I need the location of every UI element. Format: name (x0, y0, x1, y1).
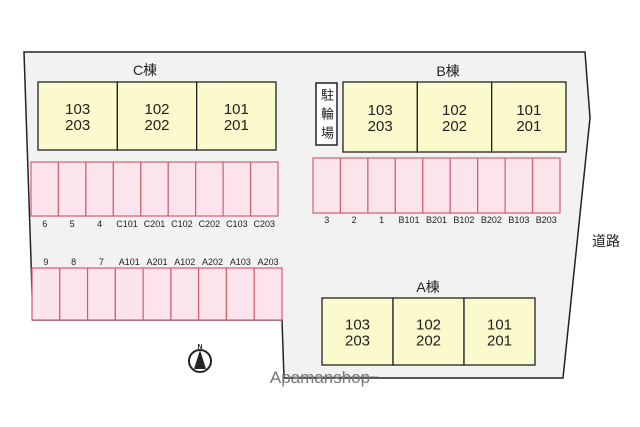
parking-label: 9 (43, 257, 48, 267)
parking-space: C101 (112, 161, 142, 229)
unit-number: 203 (345, 333, 370, 350)
parking-space: B203 (531, 157, 561, 225)
bicycle-parking-label: 駐輪場 (319, 88, 334, 145)
parking-space: B201 (422, 157, 451, 225)
parking-label: 8 (71, 257, 76, 267)
parking-label: A203 (258, 257, 279, 267)
parking-space: B102 (449, 157, 479, 225)
unit-number: 102 (144, 101, 169, 118)
building-label: C棟 (133, 62, 157, 78)
unit-number: 203 (368, 118, 393, 135)
svg-text:N: N (197, 344, 202, 351)
parking-label: 1 (379, 215, 384, 225)
unit-number: 202 (442, 118, 467, 135)
parking-space: 5 (57, 161, 87, 229)
unit-number: 201 (516, 118, 541, 135)
unit-number: 101 (487, 317, 512, 334)
parking-label: B102 (453, 215, 474, 225)
parking-label: A201 (146, 257, 167, 267)
parking-space: C102 (167, 161, 197, 229)
parking-row: 9 8 7 A101 A201 A102 A202 A103 A203 (31, 257, 283, 321)
parking-space: 1 (367, 157, 396, 225)
unit-number: 101 (516, 102, 541, 119)
road-label: 道路 (592, 233, 620, 249)
parking-label: 6 (42, 219, 47, 229)
parking-label: C202 (199, 219, 221, 229)
parking-label: 4 (97, 219, 102, 229)
parking-label: 7 (99, 257, 104, 267)
building-label: B棟 (436, 63, 459, 79)
parking-space: C201 (140, 161, 169, 229)
unit-number: 102 (416, 317, 441, 334)
parking-row: 3 2 1 B101 B201 B102 B202 B103 B203 (312, 157, 561, 225)
watermark: Apamanshop (270, 368, 370, 387)
unit-number: 102 (442, 102, 467, 119)
building-label: A棟 (416, 279, 439, 295)
parking-space: 4 (85, 161, 114, 229)
parking-label: B202 (481, 215, 502, 225)
north-arrow-icon: N (188, 344, 212, 373)
parking-space: 9 (31, 257, 61, 321)
parking-space: C203 (249, 161, 279, 229)
parking-space: A101 (114, 257, 144, 321)
unit-number: 201 (487, 333, 512, 350)
parking-space: 3 (312, 157, 342, 225)
parking-label: B103 (508, 215, 529, 225)
parking-space: B103 (504, 157, 534, 225)
parking-label: C103 (226, 219, 248, 229)
parking-space: A203 (253, 257, 283, 321)
parking-space: B202 (477, 157, 506, 225)
parking-label: C203 (254, 219, 276, 229)
bicycle-parking: 駐輪場 (315, 82, 338, 146)
parking-space: A103 (225, 257, 255, 321)
parking-space: B101 (394, 157, 424, 225)
parking-label: A102 (174, 257, 195, 267)
unit-number: 202 (144, 117, 169, 134)
parking-label: A202 (202, 257, 223, 267)
parking-space: A201 (142, 257, 172, 321)
parking-space: 6 (30, 161, 60, 229)
parking-label: C102 (171, 219, 193, 229)
parking-label: B203 (536, 215, 557, 225)
parking-label: 2 (352, 215, 357, 225)
unit-number: 202 (416, 333, 441, 350)
parking-space: 2 (339, 157, 369, 225)
parking-label: A103 (230, 257, 251, 267)
parking-row: 6 5 4 C101 C201 C102 C202 C103 C203 (30, 161, 279, 229)
parking-space: C202 (195, 161, 224, 229)
parking-label: C101 (116, 219, 138, 229)
unit-number: 103 (345, 317, 370, 334)
parking-space: C103 (222, 161, 252, 229)
parking-label: C201 (144, 219, 166, 229)
parking-label: B201 (426, 215, 447, 225)
parking-label: 3 (324, 215, 329, 225)
parking-label: A101 (119, 257, 140, 267)
parking-space: A202 (198, 257, 228, 321)
parking-label: B101 (399, 215, 420, 225)
parking-label: 5 (70, 219, 75, 229)
unit-number: 103 (65, 101, 90, 118)
parking-space: A102 (170, 257, 200, 321)
unit-number: 201 (224, 117, 249, 134)
unit-number: 101 (224, 101, 249, 118)
unit-number: 103 (368, 102, 393, 119)
unit-number: 203 (65, 117, 90, 134)
